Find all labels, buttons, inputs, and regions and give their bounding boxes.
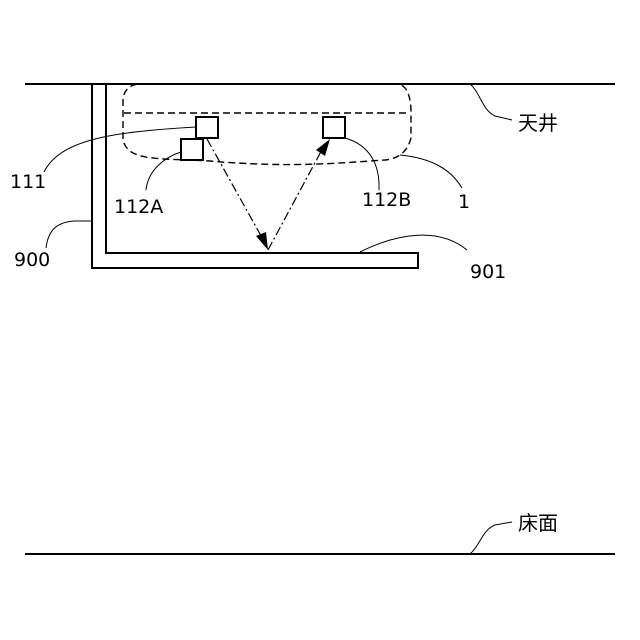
leader-900 xyxy=(46,221,92,248)
beam-emit-line xyxy=(207,139,265,243)
beam-arrowhead-up xyxy=(316,139,330,156)
label-900: 900 xyxy=(14,249,50,271)
beam-arrowhead-down xyxy=(256,232,268,250)
sensor-111-box xyxy=(196,117,218,138)
leader-device xyxy=(400,155,462,188)
label-112a: 112A xyxy=(114,196,163,218)
sensor-112a-box xyxy=(181,139,203,160)
leader-112b xyxy=(345,138,379,190)
label-112b: 112B xyxy=(362,189,411,211)
wall-structure xyxy=(92,84,418,268)
label-111: 111 xyxy=(10,171,46,193)
leader-ceiling xyxy=(470,84,512,120)
leader-901 xyxy=(360,235,467,252)
label-device-1: 1 xyxy=(458,191,470,213)
label-901: 901 xyxy=(470,261,506,283)
leader-floor xyxy=(470,522,512,554)
label-floor: 床面 xyxy=(518,511,558,535)
label-ceiling: 天井 xyxy=(518,111,558,135)
beam-return-line xyxy=(268,146,324,250)
sensor-112b-box xyxy=(323,117,345,138)
leader-111 xyxy=(44,127,196,172)
